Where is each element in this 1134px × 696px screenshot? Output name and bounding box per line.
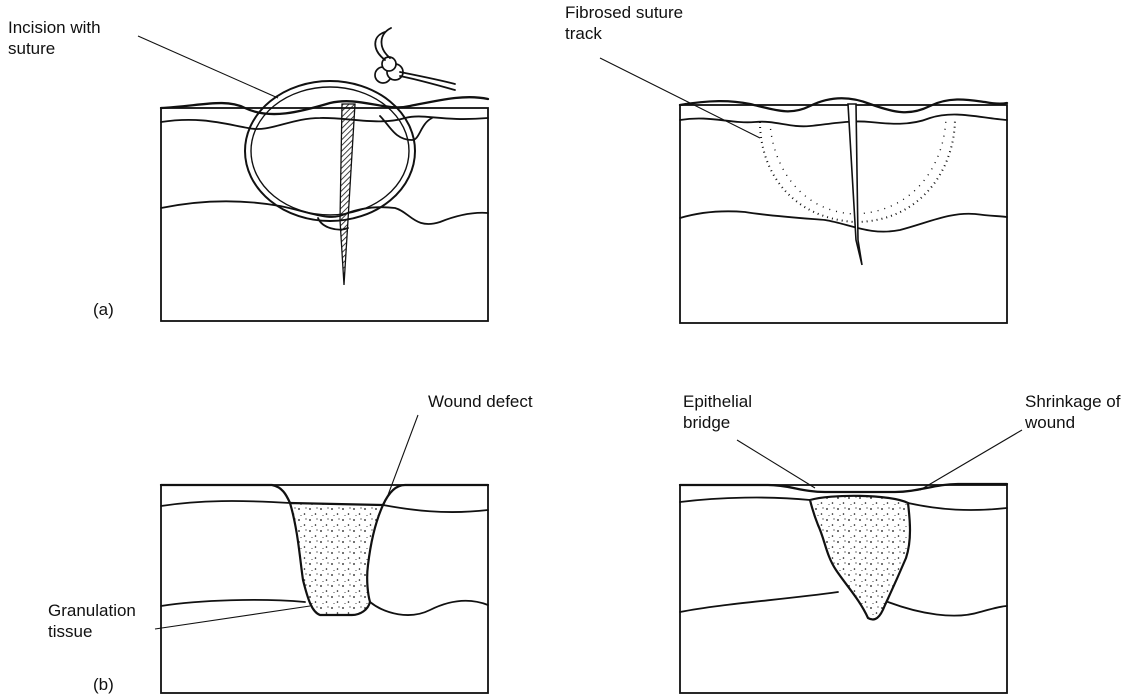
suture-knot [375, 28, 455, 90]
panel-b-open-wound [161, 485, 488, 693]
label-shrinkage-of-wound: Shrinkage of wound [1024, 392, 1121, 432]
svg-text:suture: suture [8, 39, 55, 58]
leader-shrinkage [920, 430, 1022, 490]
label-granulation-tissue: Granulation tissue [48, 601, 136, 641]
panel-b-healing-wound [680, 484, 1007, 693]
label-wound-defect: Wound defect [428, 392, 533, 411]
svg-text:Shrinkage of: Shrinkage of [1025, 392, 1121, 411]
label-epithelial-bridge: Epithelial bridge [683, 392, 752, 432]
svg-text:Epithelial: Epithelial [683, 392, 752, 411]
leader-wound-defect [388, 415, 418, 495]
svg-text:tissue: tissue [48, 622, 92, 641]
label-fibrosed-suture-track: Fibrosed suture track [565, 3, 683, 43]
leader-incision [138, 36, 278, 98]
svg-text:wound: wound [1024, 413, 1075, 432]
svg-text:Granulation: Granulation [48, 601, 136, 620]
panel-a-label: (a) [93, 300, 114, 319]
svg-text:Fibrosed suture: Fibrosed suture [565, 3, 683, 22]
leader-epithelial-bridge [737, 440, 815, 488]
svg-text:bridge: bridge [683, 413, 730, 432]
svg-text:Incision with: Incision with [8, 18, 101, 37]
svg-text:track: track [565, 24, 602, 43]
panel-a-sutured-incision [161, 28, 488, 321]
panel-b-label: (b) [93, 675, 114, 694]
panel-a-fibrosed-track [680, 98, 1007, 323]
label-incision-with-suture: Incision with suture [8, 18, 101, 58]
